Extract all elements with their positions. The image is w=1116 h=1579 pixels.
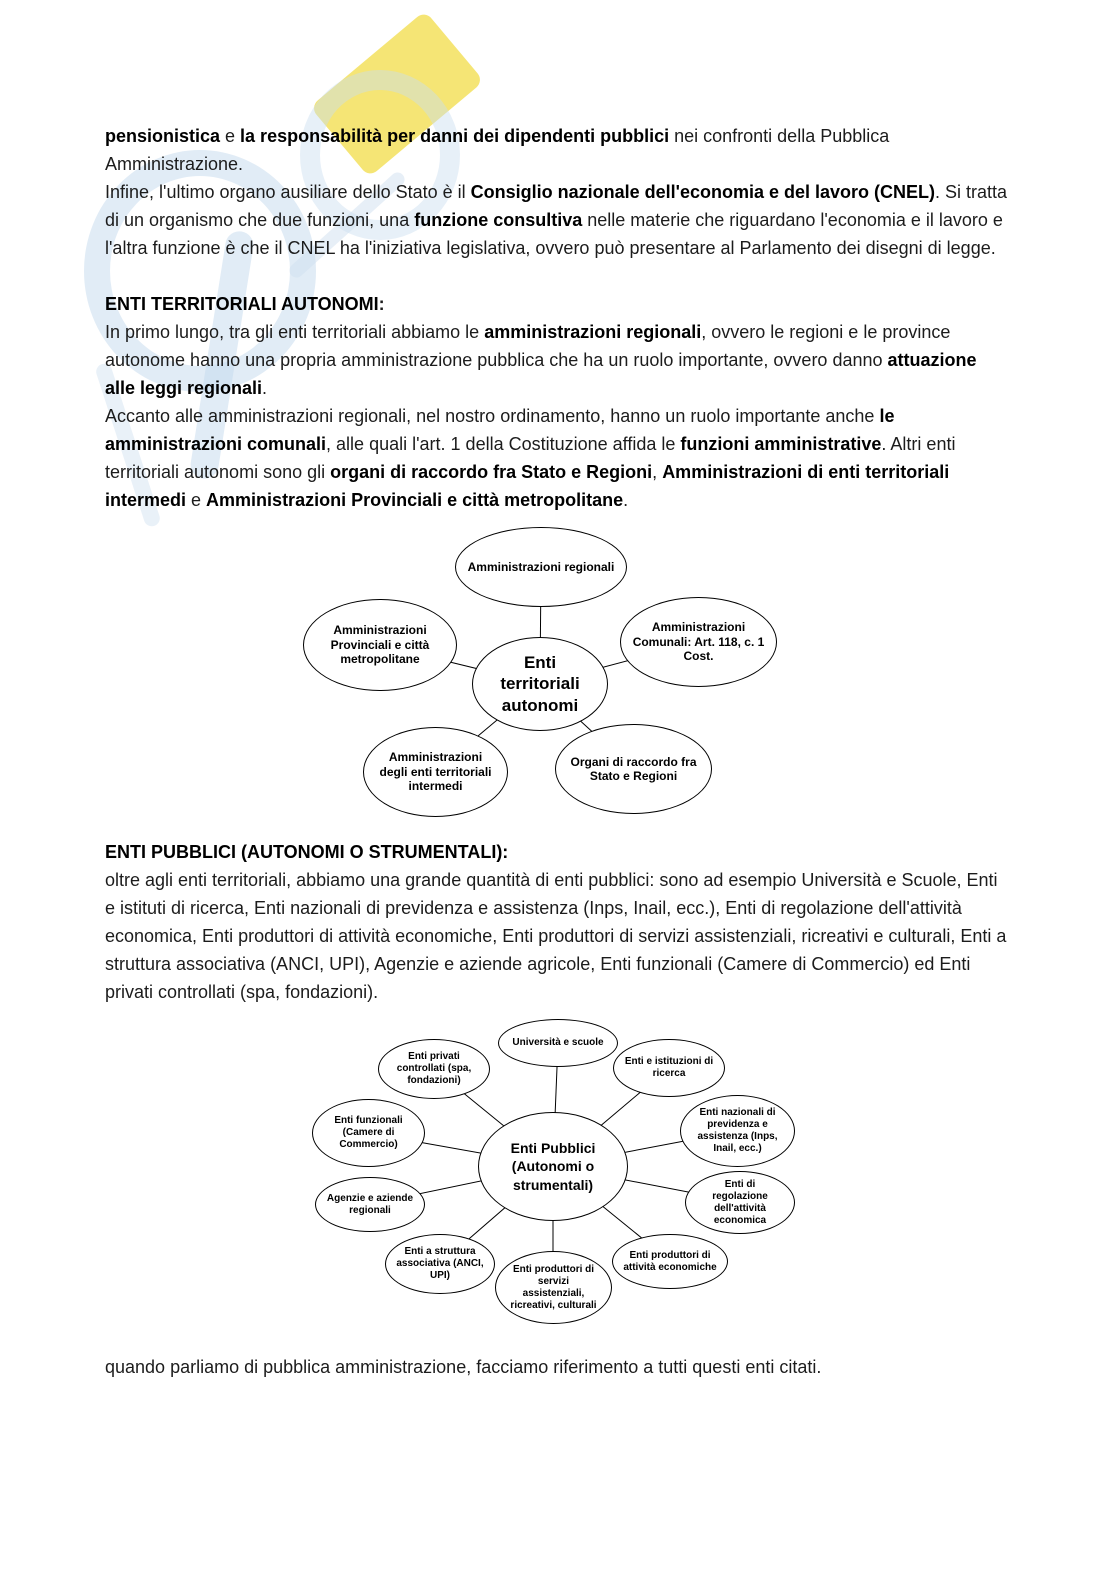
paragraph-amministrazioni-comunali: Accanto alle amministrazioni regionali, … — [105, 406, 956, 510]
diagram-node-universita-e-scuole: Università e scuole — [498, 1019, 618, 1067]
diagram-center-enti-territoriali: Enti territoriali autonomi — [472, 637, 608, 731]
diagram-center-enti-pubblici: Enti Pubblici (Autonomi o strumentali) — [478, 1112, 628, 1221]
diagram-enti-pubblici: Università e scuole Enti e istituzioni d… — [300, 1014, 810, 1329]
diagram-node-amministrazioni-comunali: Amministrazioni Comunali: Art. 118, c. 1… — [620, 597, 777, 687]
paragraph-cnel: Infine, l'ultimo organo ausiliare dello … — [105, 182, 1008, 258]
heading-enti-territoriali-autonomi: ENTI TERRITORIALI AUTONOMI: — [105, 294, 385, 314]
diagram-node-enti-territoriali-intermedi: Amministrazioni degli enti territoriali … — [363, 727, 508, 817]
diagram-node-enti-privati-controllati: Enti privati controllati (spa, fondazion… — [378, 1039, 490, 1099]
diagram-node-enti-funzionali: Enti funzionali (Camere di Commercio) — [312, 1099, 425, 1167]
diagram-node-enti-produttori-attivita: Enti produttori di attività economiche — [612, 1234, 728, 1289]
diagram-node-amministrazioni-regionali: Amministrazioni regionali — [455, 527, 627, 607]
paragraph-pensionistica: pensionistica e la responsabilità per da… — [105, 126, 890, 174]
diagram-node-enti-produttori-servizi: Enti produttori di servizi assistenziali… — [495, 1251, 612, 1324]
diagram-node-enti-istituzioni-ricerca: Enti e istituzioni di ricerca — [613, 1039, 725, 1097]
paragraph-amministrazioni-regionali: In primo lungo, tra gli enti territorial… — [105, 322, 977, 398]
heading-enti-pubblici: ENTI PUBBLICI (AUTONOMI O STRUMENTALI): — [105, 842, 509, 862]
diagram-node-enti-struttura-associativa: Enti a struttura associativa (ANCI, UPI) — [385, 1234, 495, 1294]
text-column: pensionistica e la responsabilità per da… — [105, 126, 1011, 1377]
diagram-node-organi-di-raccordo: Organi di raccordo fra Stato e Regioni — [555, 724, 712, 814]
diagram-node-amministrazioni-provinciali: Amministrazioni Provinciali e città metr… — [303, 599, 457, 691]
diagram-enti-territoriali-autonomi: Amministrazioni regionali Amministrazion… — [300, 524, 780, 824]
blank-line — [105, 262, 1011, 290]
diagram-node-agenzie-aziende-regionali: Agenzie e aziende regionali — [315, 1177, 425, 1232]
diagram-node-enti-previdenza-assistenza: Enti nazionali di previdenza e assistenz… — [680, 1095, 795, 1167]
paragraph-enti-pubblici: oltre agli enti territoriali, abbiamo un… — [105, 870, 1007, 1002]
diagram-node-enti-regolazione: Enti di regolazione dell'attività econom… — [685, 1171, 795, 1234]
paragraph-conclusione: quando parliamo di pubblica amministrazi… — [105, 1357, 822, 1377]
